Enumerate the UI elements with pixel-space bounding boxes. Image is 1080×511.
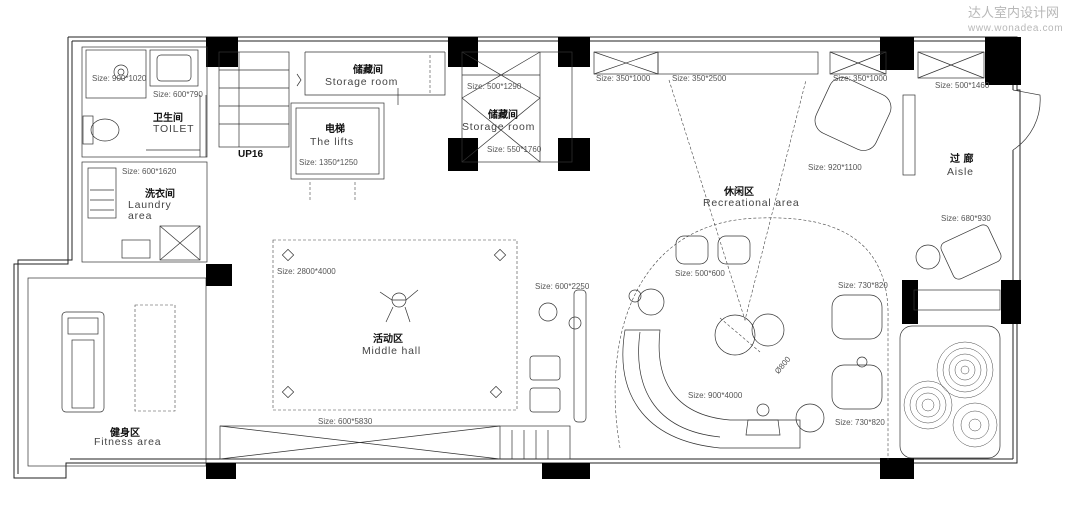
recreational-label-cn: 休闲区 [723,185,754,198]
person-figure [379,289,419,323]
aisle-label-en: Aisle [947,166,974,178]
armchair-top [814,77,892,151]
middle-hall-label-cn: 活动区 [373,332,403,345]
rug-outline [614,217,889,460]
size-label: Size: 350*2500 [672,74,727,83]
size-label: Size: 900*4000 [688,391,743,400]
plant-pot [628,289,642,303]
fitness-room-outline [27,277,207,467]
size-label: Size: 600*5830 [318,417,373,426]
small-pot [856,356,868,368]
ottomans [675,235,751,265]
armchair-right-2 [831,364,883,410]
storage1-label-en: Storage room [325,76,398,88]
size-label: Size: 680*930 [941,214,991,223]
side-table [637,288,665,316]
watermark-cn: 达人室内设计网 [968,5,1059,21]
storage2-label-en: Storage room [462,121,535,133]
toilet-room [81,46,208,158]
size-label: Size: 1350*1250 [299,158,358,167]
size-label: Size: 350*1000 [596,74,651,83]
aisle-door [1012,89,1041,151]
fitness-label-en: Fitness area [94,436,161,448]
size-label: Size: 2800*4000 [277,267,336,276]
size-label: Size: 730*820 [835,418,885,427]
exercise-mat [134,304,176,412]
bottom-cabinets [219,425,571,460]
size-label: Size: 350*1000 [833,74,888,83]
storage2-label-cn: 储藏间 [487,108,518,121]
storage-room-1 [304,51,446,105]
size-label: Size: 730*820 [838,281,888,290]
coffee-table [714,313,785,356]
lift-label-en: The lifts [310,136,354,148]
rug-corner-marks [281,248,507,399]
toilet-label-en: TOILET [153,123,194,135]
armchair-right-1 [831,294,883,340]
aisle-cabinet [913,289,1001,311]
stairs [218,51,302,148]
seated-figure [745,403,781,436]
projection-lines [668,79,807,322]
size-label: Size: 550*1760 [487,145,542,154]
curved-sofa [622,329,801,449]
laundry-room [81,161,208,263]
middle-hall-label-en: Middle hall [362,345,421,357]
toilet-label-cn: 卫生间 [153,111,183,124]
storage-room-2 [461,51,573,163]
aisle-label-cn: 过 廊 [950,152,973,165]
watermark-url: www.wonadea.com [967,23,1063,34]
fitness-label-cn: 健身区 [110,426,140,439]
size-label: Size: 920*1100 [808,163,862,172]
round-side-table [795,403,825,433]
size-label: Size: 600*2250 [535,282,590,291]
stair-label: UP16 [238,149,263,160]
laundry-label-en2: area [128,210,152,222]
diameter-label: Ø800 [773,354,793,375]
recreational-label-en: Recreational area [703,197,799,209]
laundry-label-cn: 洗衣间 [145,187,175,200]
lift [290,102,385,202]
size-label: Size: 600*1620 [122,167,177,176]
lift-label-cn: 电梯 [325,122,345,135]
size-label: Size: 500*1460 [935,81,990,90]
bar-counter [529,289,587,423]
laundry-label-en: Laundry [128,199,172,211]
garden-planter [899,325,1001,459]
size-label: Size: 500*600 [675,269,725,278]
top-cabinets [593,51,985,176]
middle-hall-rug [272,239,518,411]
lounge-chair-aisle [915,224,1002,280]
storage1-label-cn: 储藏间 [352,63,383,76]
size-label: Size: 900*1020 [92,74,147,83]
treadmill [61,311,105,413]
size-label: Size: 500*1290 [467,82,522,91]
size-label: Size: 600*790 [153,90,203,99]
